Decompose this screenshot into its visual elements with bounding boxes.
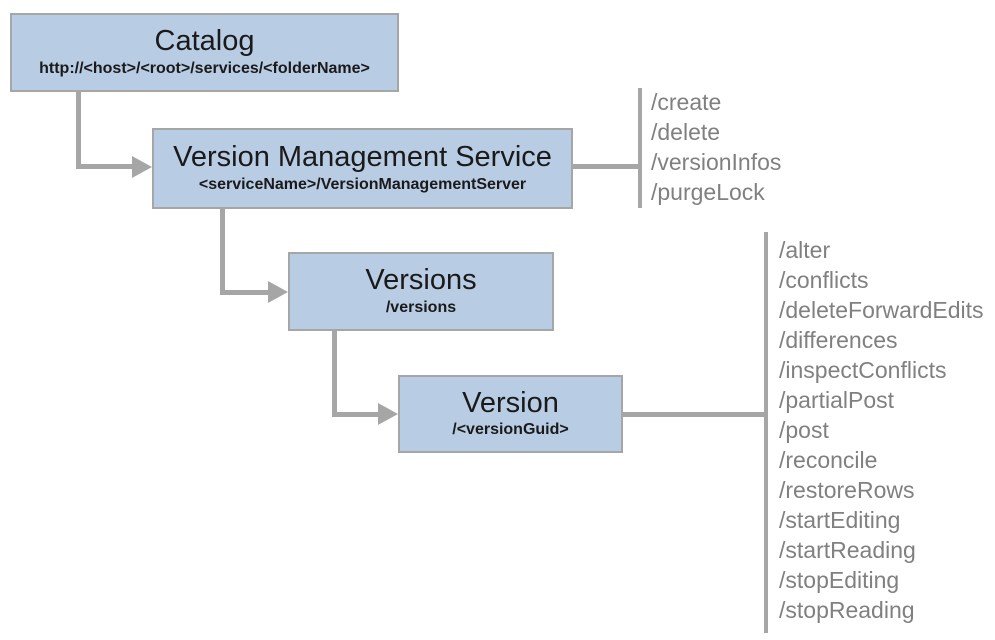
- operation-item: /purgeLock: [651, 179, 765, 205]
- version-operations-list: /alter/conflicts/deleteForwardEdits/diff…: [779, 235, 984, 625]
- node-versions: Versions /versions: [288, 252, 554, 331]
- connector-versions-to-version-horizontal: [332, 412, 379, 417]
- operation-item: /startReading: [779, 537, 916, 563]
- node-version: Version /<versionGuid>: [398, 375, 623, 453]
- node-version-subtitle: /<versionGuid>: [452, 421, 569, 439]
- connector-vms-to-versions-horizontal: [220, 290, 269, 295]
- node-vms-subtitle: <serviceName>/VersionManagementServer: [198, 175, 527, 193]
- operation-item: /alter: [779, 237, 831, 263]
- connector-catalog-to-vms-horizontal: [76, 164, 133, 169]
- operation-item: /differences: [779, 327, 898, 353]
- operation-item: /versionInfos: [651, 149, 782, 175]
- node-versions-title: Versions: [365, 264, 477, 297]
- operation-item: /stopEditing: [779, 567, 900, 593]
- node-catalog-subtitle: http://<host>/<root>/services/<folderNam…: [39, 59, 370, 77]
- operation-item: /deleteForwardEdits: [779, 297, 984, 323]
- node-vms-title: Version Management Service: [173, 141, 552, 174]
- node-version-management-service: Version Management Service <serviceName>…: [152, 128, 573, 209]
- connector-versions-to-version-vertical: [332, 331, 337, 415]
- operation-item: /partialPost: [779, 387, 895, 413]
- operations-bracket-line-version: [764, 232, 768, 633]
- operation-item: /startEditing: [779, 507, 901, 533]
- operation-item: /conflicts: [779, 267, 869, 293]
- connector-vms-to-operations: [573, 164, 638, 169]
- operation-item: /stopReading: [779, 597, 915, 623]
- operation-item: /create: [651, 89, 722, 115]
- operation-item: /delete: [651, 119, 721, 145]
- connector-vms-to-versions-vertical: [220, 209, 225, 293]
- arrowhead-into-version: [378, 403, 398, 425]
- operation-item: /reconcile: [779, 447, 878, 473]
- node-catalog: Catalog http://<host>/<root>/services/<f…: [10, 13, 399, 92]
- arrowhead-into-vms: [132, 156, 152, 178]
- operation-item: /post: [779, 417, 829, 443]
- connector-version-to-operations: [623, 412, 764, 417]
- arrowhead-into-versions: [268, 281, 288, 303]
- node-versions-subtitle: /versions: [385, 298, 457, 316]
- operations-bracket-line-vms: [638, 88, 642, 208]
- vms-operations-list: /create/delete/versionInfos/purgeLock: [651, 87, 781, 207]
- connector-catalog-to-vms-vertical: [76, 92, 81, 166]
- operation-item: /restoreRows: [779, 477, 915, 503]
- node-version-title: Version: [462, 386, 559, 419]
- operation-item: /inspectConflicts: [779, 357, 947, 383]
- node-catalog-title: Catalog: [154, 25, 255, 58]
